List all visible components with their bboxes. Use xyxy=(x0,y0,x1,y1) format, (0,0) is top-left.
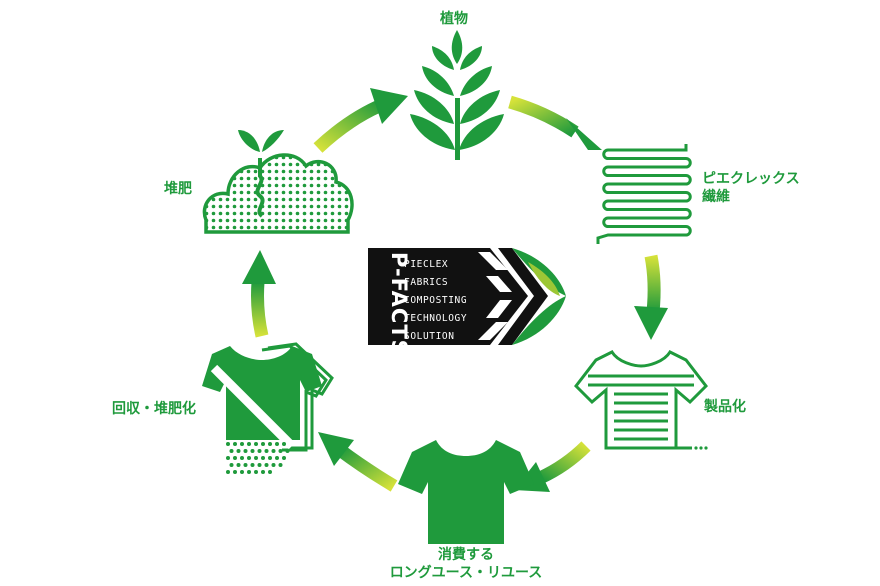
compost-dot xyxy=(254,456,258,460)
compost-dot xyxy=(254,442,258,446)
logo-chevron-stripes xyxy=(478,252,512,340)
compost-dot xyxy=(226,470,230,474)
logo-leaf xyxy=(512,248,566,345)
logo-line-3: COMPOSTING xyxy=(404,295,467,306)
compost-dot xyxy=(271,463,276,467)
compost-dot xyxy=(243,449,248,453)
fiber-label-line1: ピエクレックス xyxy=(702,171,800,187)
compost-dot xyxy=(264,463,269,467)
compost-dot xyxy=(282,442,286,446)
compost-dot xyxy=(226,442,230,446)
compost-dot xyxy=(250,463,255,467)
arrow-compost-to-plant xyxy=(313,88,408,153)
consume-tshirt-icon xyxy=(398,440,534,544)
logo-line-5: SOLUTION xyxy=(404,331,455,342)
arrow-collect-to-compost xyxy=(242,250,276,338)
product-label: 製品化 xyxy=(704,399,746,415)
compost-dot xyxy=(268,470,272,474)
compost-mound-icon xyxy=(202,130,354,234)
logo-line-2: FABRICS xyxy=(404,277,448,288)
fiber-label: ピエクレックス 繊維 xyxy=(702,170,800,206)
compost-dot xyxy=(250,449,255,453)
compost-dot xyxy=(275,442,279,446)
compost-dot xyxy=(240,470,244,474)
arrow-plant-to-fiber xyxy=(508,95,602,150)
compost-dot xyxy=(261,442,265,446)
compost-dot xyxy=(254,470,258,474)
compost-dot xyxy=(236,449,241,453)
compost-dot xyxy=(275,456,279,460)
plant-label: 植物 xyxy=(440,11,468,27)
compost-dot xyxy=(229,463,234,467)
compost-dot xyxy=(271,449,276,453)
compost-dot xyxy=(240,442,244,446)
consume-label: 消費する ロングユース・リユース xyxy=(386,546,546,582)
logo-line-1: PIECLEX xyxy=(404,259,448,270)
compost-dot xyxy=(236,463,241,467)
arrow-consume-to-collect xyxy=(318,432,398,492)
pfacts-logo: P-FACTS PIECLEX FABRICS COMPOSTING TECHN… xyxy=(368,248,566,356)
compost-dot xyxy=(247,442,251,446)
product-tshirt-icon xyxy=(574,350,708,450)
collect-shirts-icon xyxy=(202,342,334,474)
compost-dot xyxy=(257,463,262,467)
compost-dot xyxy=(285,449,290,453)
logo-line-4: TECHNOLOGY xyxy=(404,313,467,324)
compost-dot xyxy=(264,449,269,453)
consume-label-line2: ロングユース・リユース xyxy=(389,565,543,581)
compost-dot xyxy=(268,442,272,446)
compost-label: 堆肥 xyxy=(164,181,192,197)
logo-vertical-text: P-FACTS xyxy=(387,252,411,356)
fiber-coil-icon xyxy=(596,144,692,244)
compost-dot xyxy=(261,470,265,474)
consume-label-line1: 消費する xyxy=(438,547,494,563)
compost-dot xyxy=(278,449,283,453)
collect-label: 回収・堆肥化 xyxy=(112,401,196,417)
compost-dot xyxy=(257,449,262,453)
plant-icon xyxy=(410,30,504,160)
fiber-label-line2: 繊維 xyxy=(702,189,730,205)
arrow-fiber-to-product xyxy=(634,254,668,340)
compost-dot xyxy=(247,456,251,460)
compost-dot xyxy=(240,456,244,460)
compost-dot xyxy=(233,456,237,460)
compost-dot xyxy=(233,470,237,474)
logo-chevron-outer xyxy=(498,248,548,345)
compost-dot xyxy=(268,456,272,460)
compost-dot xyxy=(247,470,251,474)
compost-dot xyxy=(226,456,230,460)
compost-dot xyxy=(282,456,286,460)
compost-dot xyxy=(243,463,248,467)
compost-dot xyxy=(278,463,283,467)
compost-dot xyxy=(233,442,237,446)
compost-dot xyxy=(261,456,265,460)
compost-dot xyxy=(229,449,234,453)
